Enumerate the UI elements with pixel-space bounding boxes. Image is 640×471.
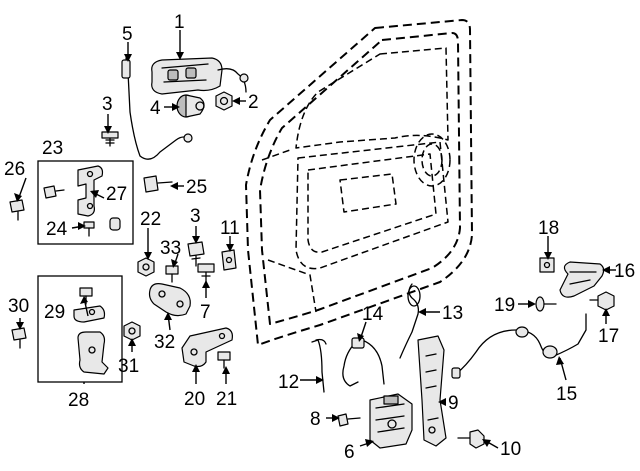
callout-29: 29 <box>44 302 65 323</box>
callout-19: 19 <box>494 295 515 316</box>
callout-23: 23 <box>42 138 63 159</box>
callout-14: 14 <box>362 304 384 325</box>
stud-33 <box>165 265 179 283</box>
nut-22 <box>137 257 155 277</box>
bolt-25 <box>143 175 173 193</box>
callout-labels: 1 2 3 3 4 5 6 7 8 9 10 11 12 13 14 15 16… <box>4 12 635 463</box>
callout-7: 7 <box>200 302 211 323</box>
callout-1: 1 <box>174 12 185 33</box>
callout-15: 15 <box>556 384 577 405</box>
callout-11: 11 <box>220 218 240 239</box>
exterior-door-handle <box>151 57 249 95</box>
latch-bracket-9 <box>417 335 447 447</box>
callout-8: 8 <box>310 409 321 430</box>
bolt-19 <box>535 296 557 312</box>
upper-hinge-kit-box <box>37 160 134 245</box>
bolt-10 <box>457 429 485 449</box>
bracket-11 <box>221 249 237 271</box>
callout-16: 16 <box>614 261 635 282</box>
callout-5: 5 <box>122 24 133 45</box>
wiring-harness-14 <box>342 337 385 387</box>
callout-3-upper: 3 <box>102 94 113 115</box>
bolt-30 <box>11 327 27 349</box>
bolt-17 <box>589 291 615 311</box>
bolt-8 <box>337 413 361 427</box>
door-check-arm-20 <box>181 327 233 368</box>
callout-32: 32 <box>154 332 175 353</box>
callout-21: 21 <box>216 389 237 410</box>
lock-cylinder <box>176 94 205 118</box>
bolt-21 <box>217 351 231 369</box>
nut-31 <box>123 321 141 341</box>
callout-26: 26 <box>4 159 25 180</box>
bolt-3-upper <box>101 131 119 147</box>
callout-27: 27 <box>106 184 127 205</box>
callout-12: 12 <box>278 372 299 393</box>
callout-2: 2 <box>248 92 259 113</box>
handle-rod-cable <box>121 57 193 160</box>
callout-24: 24 <box>46 219 68 240</box>
callout-30: 30 <box>8 296 29 317</box>
leader-arrowheads <box>14 52 610 447</box>
callout-13: 13 <box>442 303 463 324</box>
door-shell-outline <box>245 19 473 346</box>
callout-17: 17 <box>598 326 619 347</box>
callout-10: 10 <box>500 439 521 460</box>
callout-33: 33 <box>160 238 181 259</box>
lower-hinge-kit-box <box>37 275 123 383</box>
callout-6: 6 <box>344 442 355 463</box>
callout-20: 20 <box>184 389 205 410</box>
clip-18 <box>539 257 555 273</box>
door-check-bracket-32 <box>148 283 191 317</box>
callout-31: 31 <box>118 356 139 377</box>
bolt-26 <box>9 199 25 221</box>
callout-3-lower: 3 <box>190 206 201 227</box>
door-latch-6 <box>369 393 413 449</box>
callout-25: 25 <box>186 177 207 198</box>
callout-18: 18 <box>538 218 559 239</box>
hex-nut-2 <box>215 91 233 111</box>
bolt-3-lower <box>187 241 205 267</box>
callout-4: 4 <box>150 98 161 119</box>
callout-22: 22 <box>140 209 161 230</box>
release-cable-15 <box>451 313 587 379</box>
callout-9: 9 <box>448 393 459 414</box>
lock-rod-12 <box>311 338 327 393</box>
leader-lines <box>17 30 616 449</box>
bolt-7 <box>197 263 215 283</box>
control-rod-13 <box>399 283 421 359</box>
callout-28: 28 <box>68 390 89 411</box>
interior-door-handle-16 <box>559 261 605 298</box>
